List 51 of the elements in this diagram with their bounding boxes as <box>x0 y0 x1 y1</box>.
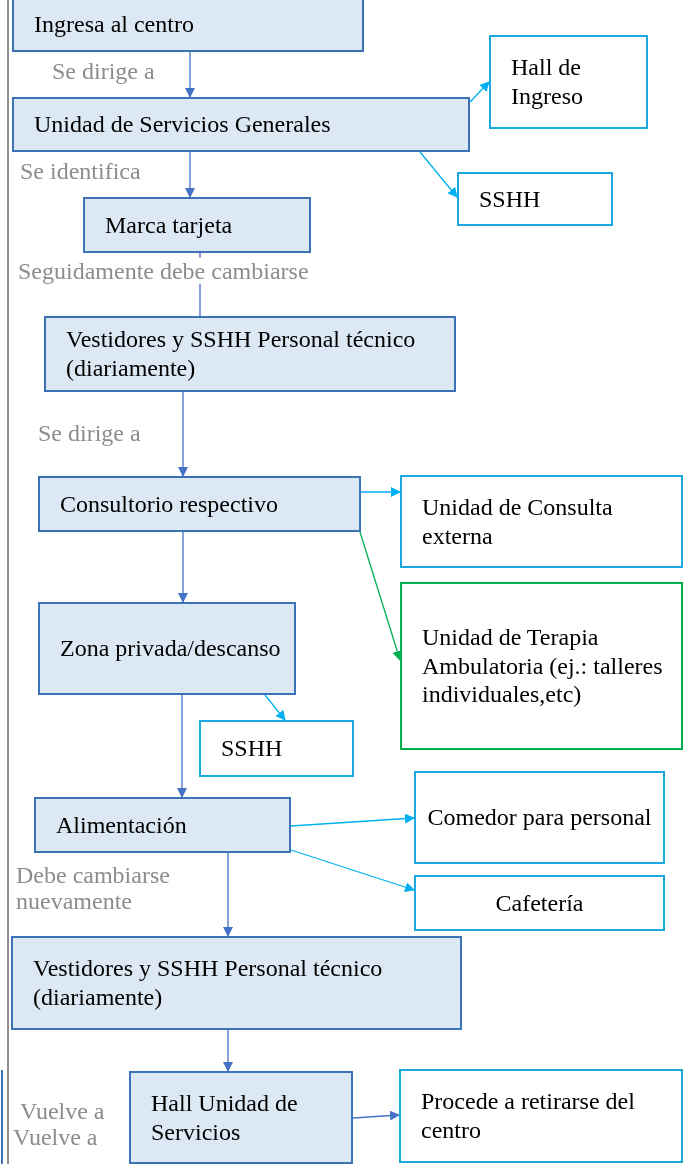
arrow <box>185 51 195 98</box>
node-text: Cafetería <box>495 888 584 918</box>
arrow <box>223 1029 233 1072</box>
process-box <box>129 1071 353 1164</box>
edge-label: Seguidamente debe cambiarse <box>18 258 309 285</box>
node-text: Vestidores y SSHH Personal técnico (diariamente) <box>33 954 384 1012</box>
node-text: Ingresa al centro <box>34 9 195 39</box>
note-text: Vuelve a <box>20 1098 105 1125</box>
process-box <box>38 602 296 695</box>
process-box <box>38 476 361 532</box>
node-text: Unidad de Consulta externa <box>422 492 614 551</box>
arrow <box>469 81 490 103</box>
area-box <box>414 875 665 931</box>
process-box <box>12 0 364 52</box>
node-text: Hall de Ingreso <box>511 53 584 111</box>
node-text: Procede a retirarse del centro <box>421 1087 636 1145</box>
arrow <box>360 487 401 497</box>
arrow <box>290 813 415 827</box>
node-text: Zona privada/descanso <box>60 634 282 663</box>
area-box <box>400 475 683 568</box>
area-box <box>400 582 683 750</box>
arrow <box>223 852 233 937</box>
node-text: Consultorio respectivo <box>60 489 279 519</box>
area-box <box>414 771 665 864</box>
node-text: SSHH <box>479 184 542 214</box>
node-text: Hall Unidad de Servicios <box>151 1088 299 1147</box>
arrow <box>185 151 195 198</box>
arrow <box>352 1110 400 1121</box>
node-text: Alimentación <box>56 810 188 840</box>
node-text: Comedor para personal <box>427 803 652 832</box>
process-box <box>11 936 462 1030</box>
node-text: Vestidores y SSHH Personal técnico (diariamente) <box>66 325 417 383</box>
arrow <box>178 531 188 603</box>
process-box <box>12 97 470 152</box>
area-box <box>399 1069 683 1163</box>
node-text: Unidad de Terapia Ambulatoria (ej.: talleres individuales,etc) <box>422 622 664 710</box>
arrow <box>178 391 188 477</box>
area-box <box>457 172 613 226</box>
node-text: SSHH <box>221 734 284 763</box>
process-box <box>83 197 311 253</box>
arrow <box>177 694 187 798</box>
arrow <box>264 694 286 721</box>
process-box <box>34 797 291 853</box>
arrow <box>419 151 458 198</box>
note-text: Vuelve a <box>13 1124 98 1151</box>
area-box <box>199 720 354 777</box>
node-text: Marca tarjeta <box>105 210 234 240</box>
node-text: Unidad de Servicios Generales <box>34 110 332 139</box>
process-box <box>44 316 456 392</box>
area-box <box>489 35 648 129</box>
arrow <box>290 849 415 892</box>
